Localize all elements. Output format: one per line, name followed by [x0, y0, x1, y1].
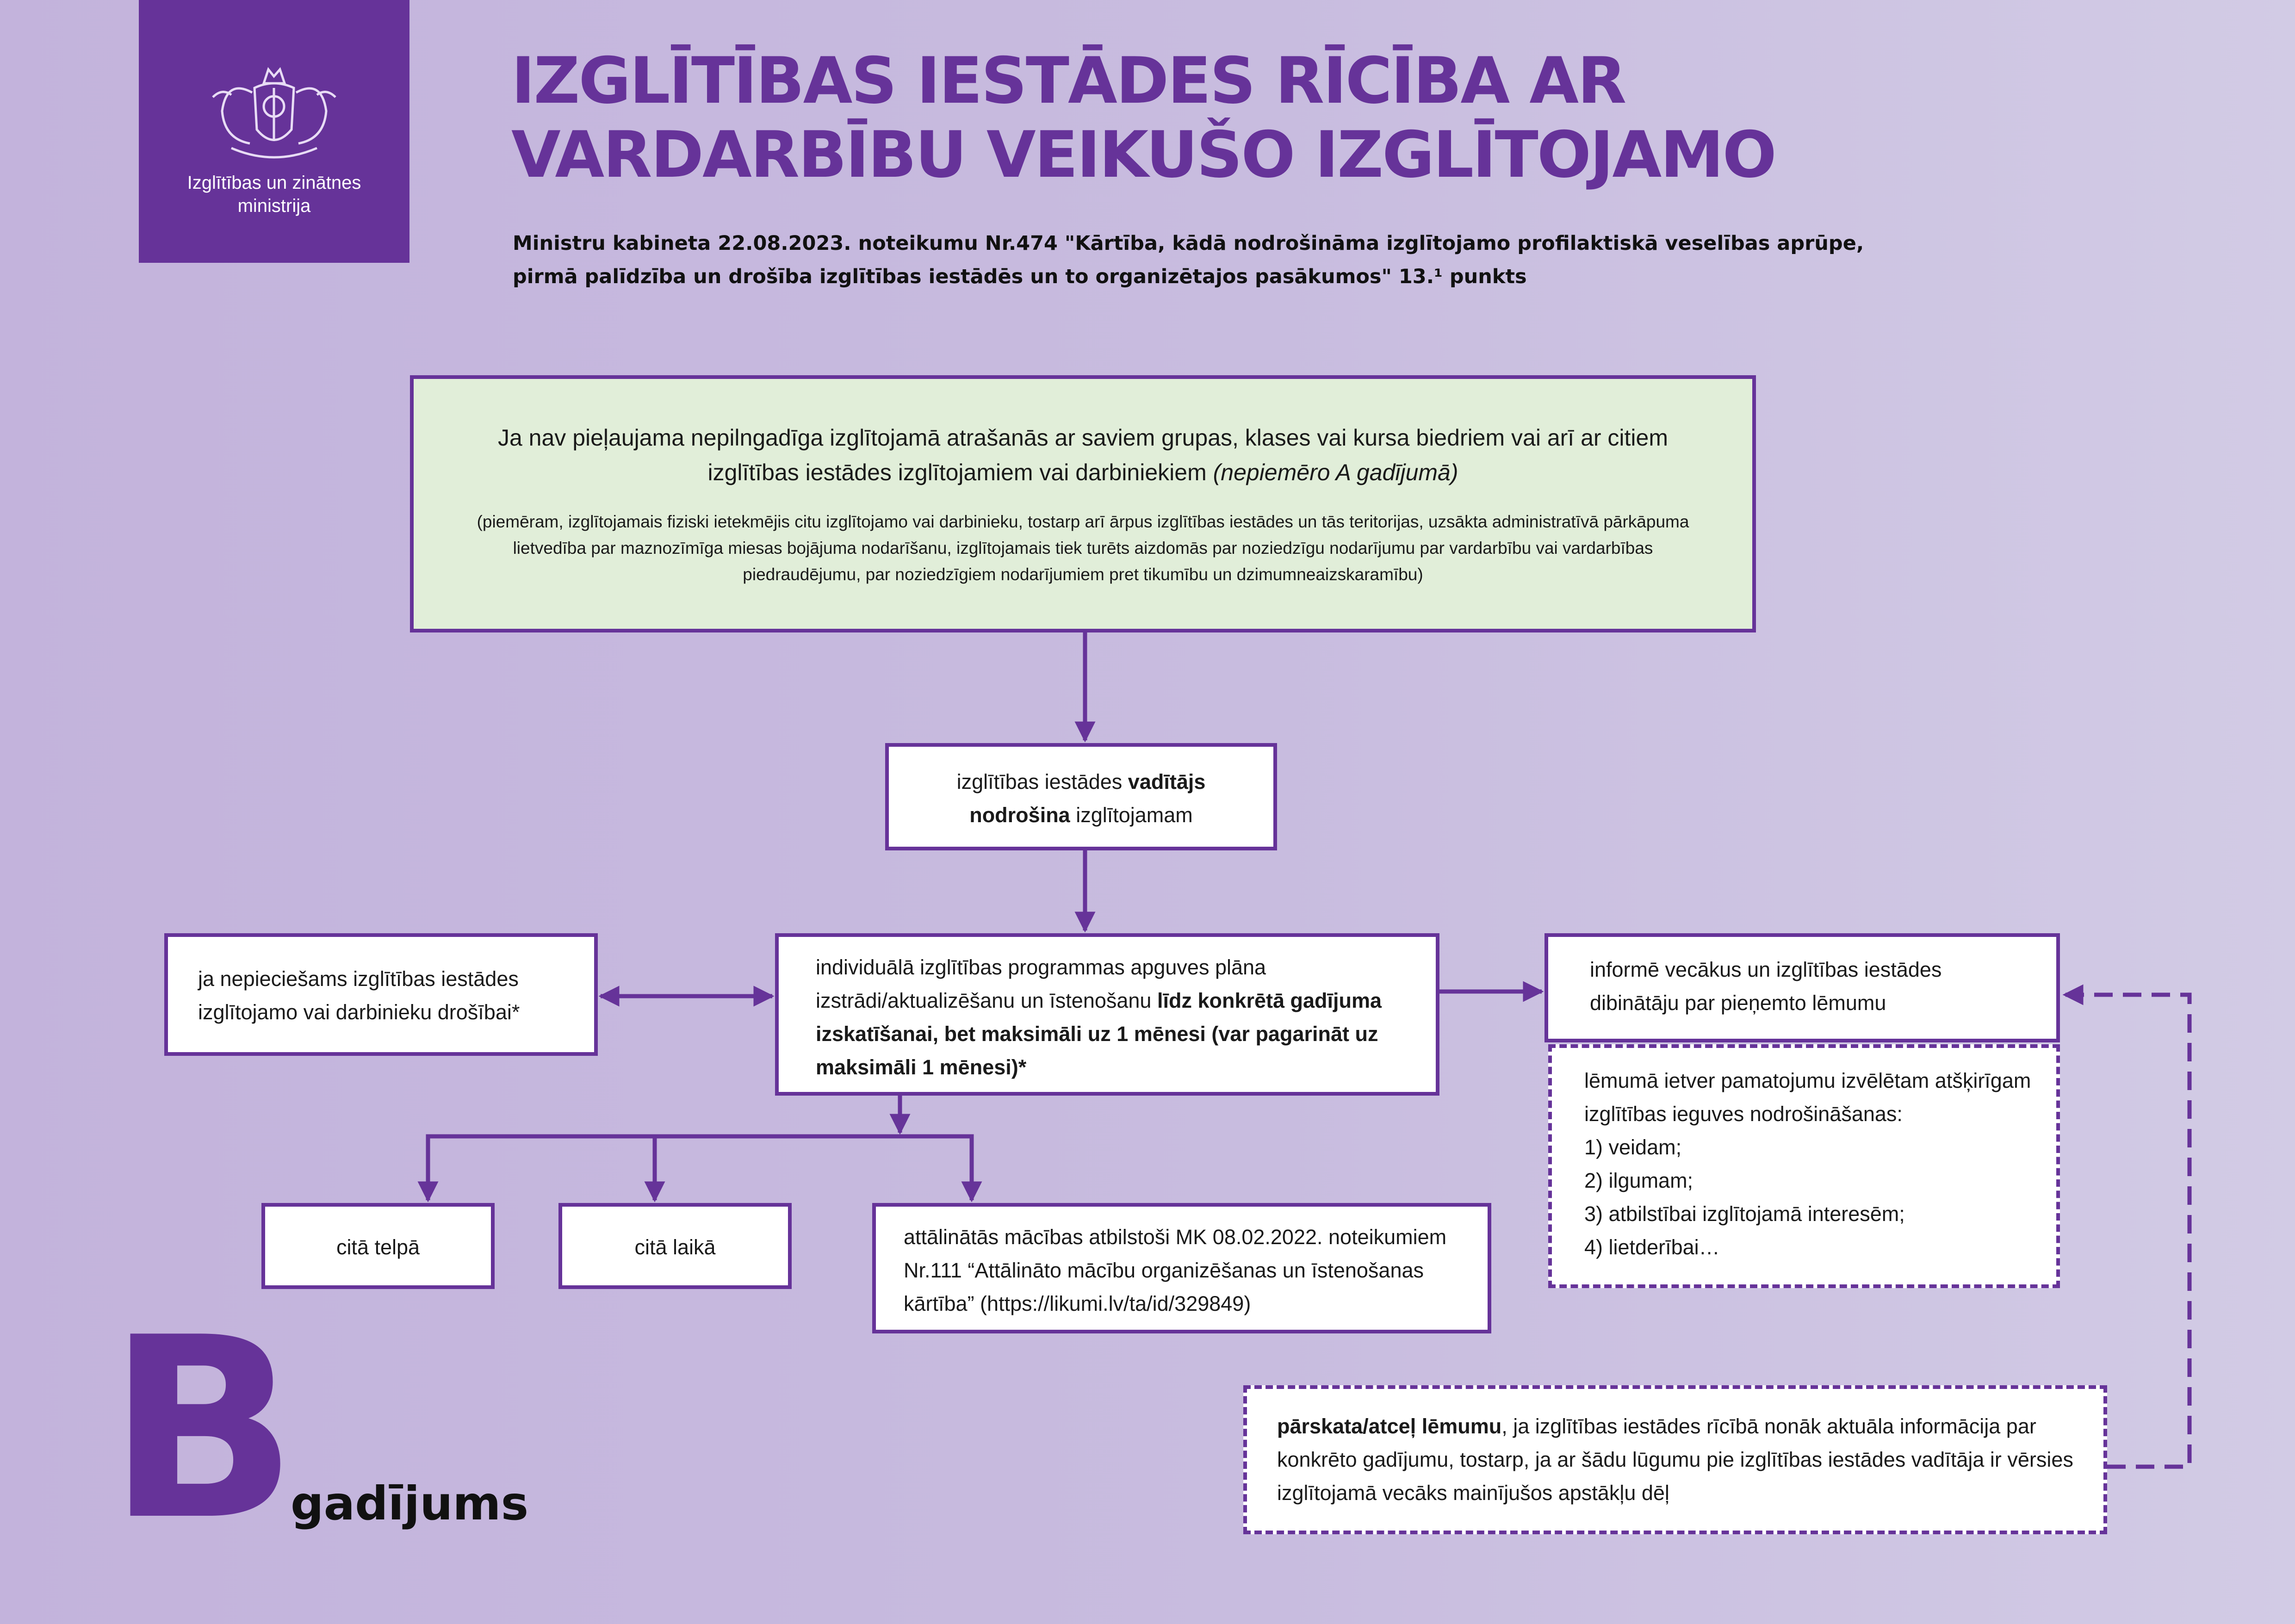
leader-pre: izglītības iestādes: [956, 770, 1128, 793]
case-letter: B: [107, 1284, 298, 1575]
time-box: citā laikā: [558, 1203, 792, 1289]
decision-item: 1) veidam;: [1584, 1135, 1682, 1159]
condition-main: Ja nav pieļaujama nepilngadīga izglītoja…: [469, 421, 1697, 490]
leader-bold2: nodrošina: [969, 803, 1070, 827]
condition-main-text: Ja nav pieļaujama nepilngadīga izglītoja…: [497, 425, 1668, 485]
safety-box: ja nepieciešams izglītības iestādes izgl…: [164, 933, 598, 1056]
page-title: IZGLĪTĪBAS IESTĀDES RĪCĪBA AR VARDARBĪBU…: [511, 44, 1899, 192]
decision-item: 4) lietderībai…: [1584, 1235, 1720, 1259]
remote-learning-box: attālinātās mācības atbilstoši MK 08.02.…: [872, 1203, 1491, 1333]
logo-text-line2: ministrija: [237, 196, 311, 216]
review-box: pārskata/atceļ lēmumu, ja izglītības ies…: [1243, 1385, 2107, 1534]
title-line2: VARDARBĪBU VEIKUŠO IZGLĪTOJAMO: [511, 118, 1777, 192]
condition-note: (piemēram, izglītojamais fiziski ietekmē…: [477, 512, 1689, 584]
logo-text-line1: Izglītības un zinātnes: [187, 173, 361, 193]
subtitle-line1: Ministru kabineta 22.08.2023. noteikumu …: [513, 232, 1864, 255]
subtitle-line2: pirmā palīdzība un drošība izglītības ie…: [513, 265, 1527, 288]
page-subtitle: Ministru kabineta 22.08.2023. noteikumu …: [513, 227, 1901, 293]
dashed-review-connector: [2062, 984, 2192, 1469]
decision-box: lēmumā ietver pamatojumu izvēlētam atšķi…: [1548, 1044, 2060, 1288]
decision-item: 3) atbilstībai izglītojamā interesēm;: [1584, 1202, 1905, 1226]
coat-of-arms-icon: [212, 67, 336, 159]
review-bold: pārskata/atceļ lēmumu: [1277, 1414, 1502, 1438]
leader-bold1: vadītājs: [1128, 770, 1206, 793]
decision-item: 2) ilgumam;: [1584, 1169, 1693, 1192]
connector-branch: [426, 1134, 974, 1200]
title-line1: IZGLĪTĪBAS IESTĀDES RĪCĪBA AR: [511, 43, 1626, 118]
inform-box: informē vecākus un izglītības iestādes d…: [1544, 933, 2060, 1042]
decision-intro: lēmumā ietver pamatojumu izvēlētam atšķi…: [1584, 1069, 2031, 1126]
review-text: , ja izglītības iestādes rīcībā nonāk ak…: [1277, 1414, 2073, 1505]
plan-bold: līdz konkrētā gadījuma izskatīšanai, bet…: [816, 989, 1382, 1079]
leader-box: izglītības iestādes vadītājs nodrošina i…: [885, 743, 1277, 850]
ministry-logo: Izglītības un zinātnes ministrija: [139, 0, 409, 263]
condition-main-italic: (nepiemēro A gadījumā): [1213, 459, 1458, 485]
plan-text: individuālā izglītības programmas apguve…: [816, 955, 1266, 1012]
case-word: gadījums: [291, 1476, 529, 1531]
room-box: citā telpā: [261, 1203, 495, 1289]
leader-post: izglītojamam: [1070, 803, 1193, 827]
condition-box: Ja nav pieļaujama nepilngadīga izglītoja…: [410, 375, 1756, 632]
plan-box: individuālā izglītības programmas apguve…: [775, 933, 1439, 1096]
